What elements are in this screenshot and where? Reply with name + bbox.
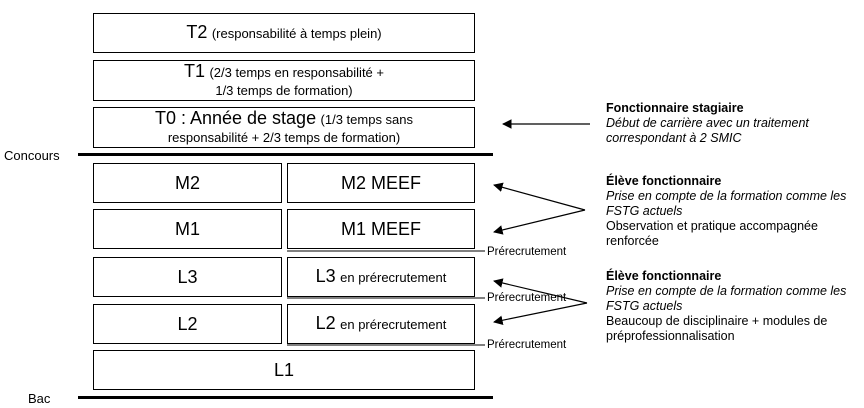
annotation-eleve-fonctionnaire-licence: Élève fonctionnaire Prise en compte de l… [606, 269, 864, 344]
prerecrutement-label-3: Prérecrutement [487, 339, 567, 351]
prerecrutement-label-1: Prérecrutement [487, 246, 567, 258]
prerecrutement-label-2: Prérecrutement [487, 292, 567, 304]
annotation-eleve-fonctionnaire-master: Élève fonctionnaire Prise en compte de l… [606, 174, 864, 249]
l3-right-main: L3 [315, 266, 336, 287]
l2-right-sub: en prérecrutement [340, 317, 447, 333]
annotation-1-italic: Début de carrière avec un traitement cor… [606, 116, 809, 145]
annotation-2-italic: Prise en compte de la formation comme le… [606, 189, 847, 218]
arrow-to-l3 [493, 278, 588, 304]
t0-sub-a: (1/3 temps sans [320, 111, 414, 127]
bac-label: Bac [28, 391, 51, 406]
t1-main: T1 [184, 60, 206, 81]
t2-sub: (responsabilité à temps plein) [211, 26, 382, 42]
l2-box: L2 [93, 304, 282, 344]
t2-box: T2 (responsabilité à temps plein) [93, 13, 475, 53]
t1-sub-b: 1/3 temps de formation) [215, 83, 353, 98]
annotation-1-title: Fonctionnaire stagiaire [606, 101, 744, 115]
l3-right-sub: en prérecrutement [340, 270, 447, 286]
t1-box: T1 (2/3 temps en responsabilité + 1/3 te… [93, 60, 475, 101]
t1-sub-a: (2/3 temps en responsabilité + [209, 64, 384, 80]
bac-line [78, 396, 493, 399]
t0-sub-b: responsabilité + 2/3 temps de formation) [167, 130, 401, 145]
l1-box: L1 [93, 350, 475, 390]
m2-meef-box: M2 MEEF [287, 163, 475, 203]
annotation-3-italic: Prise en compte de la formation comme le… [606, 284, 847, 313]
annotation-fonctionnaire-stagiaire: Fonctionnaire stagiaire Début de carrièr… [606, 101, 864, 146]
arrow-to-m2 [493, 182, 586, 211]
concours-label: Concours [4, 148, 60, 163]
m1-meef-box: M1 MEEF [287, 209, 475, 249]
l3-prerecrutement-box: L3 en prérecrutement [287, 257, 475, 297]
m1-box: M1 [93, 209, 282, 249]
annotation-2-title: Élève fonctionnaire [606, 174, 722, 188]
l2-right-main: L2 [315, 313, 336, 334]
arrow-to-m1 [493, 209, 586, 235]
t2-main: T2 [186, 22, 208, 43]
annotation-3-normal: Beaucoup de disciplinaire + modules de p… [606, 314, 828, 343]
arrow-to-l2 [493, 302, 588, 325]
annotation-3-title: Élève fonctionnaire [606, 269, 722, 283]
annotation-2-normal: Observation et pratique accompagnée renf… [606, 219, 818, 248]
l3-box: L3 [93, 257, 282, 297]
t0-main: T0 : Année de stage [154, 107, 317, 128]
m2-box: M2 [93, 163, 282, 203]
t0-box: T0 : Année de stage (1/3 temps sans resp… [93, 107, 475, 148]
concours-line [78, 153, 493, 156]
l2-prerecrutement-box: L2 en prérecrutement [287, 304, 475, 344]
